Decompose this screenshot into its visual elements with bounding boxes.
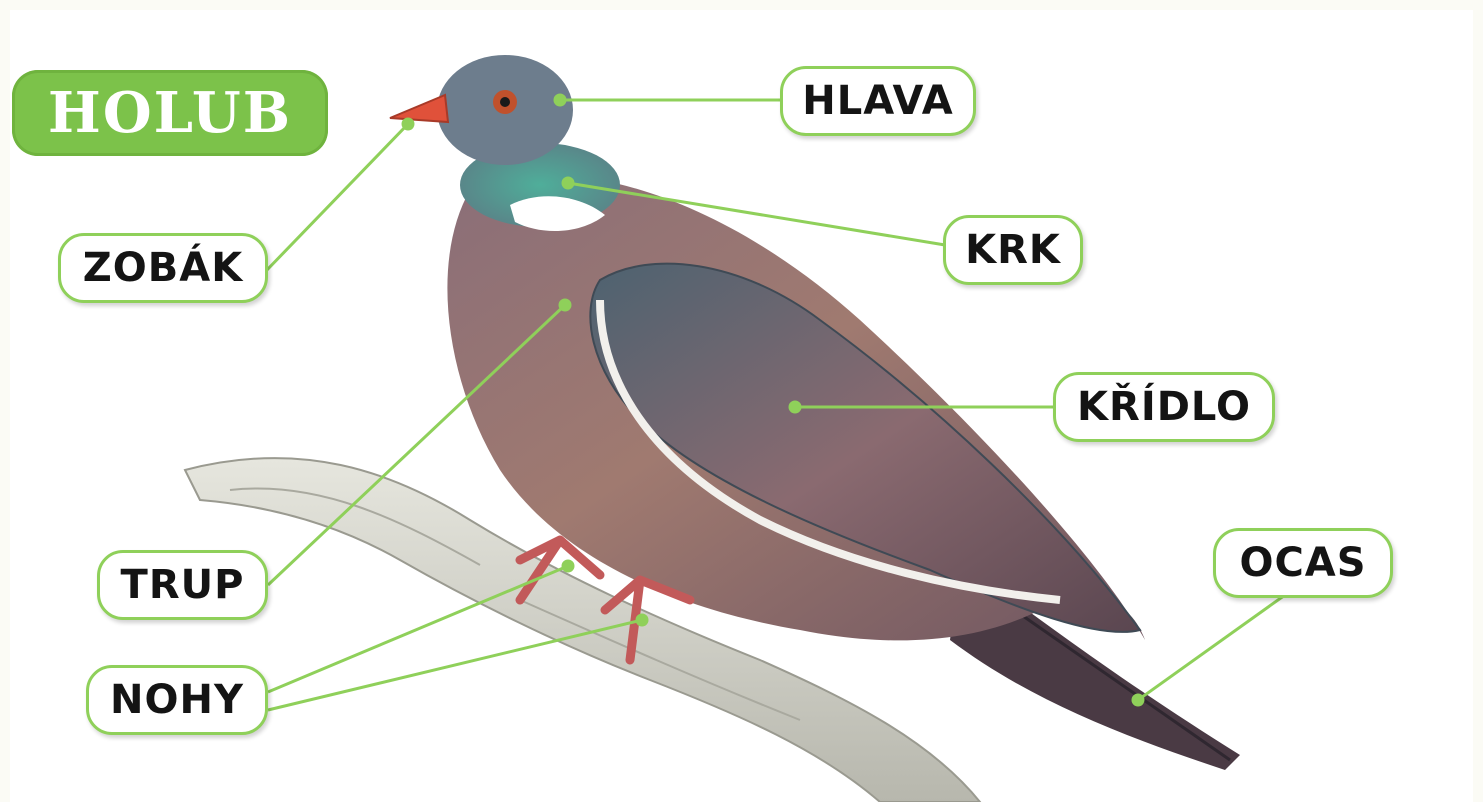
diagram-title: HOLUB (12, 70, 328, 156)
label-trup: TRUP (97, 550, 268, 620)
label-krk: KRK (943, 215, 1083, 285)
label-kridlo: KŘÍDLO (1053, 372, 1275, 442)
label-ocas: OCAS (1213, 528, 1393, 598)
pigeon-beak (390, 95, 448, 122)
label-nohy: NOHY (86, 665, 268, 735)
label-hlava: HLAVA (780, 66, 976, 136)
label-zobak: ZOBÁK (58, 233, 268, 303)
